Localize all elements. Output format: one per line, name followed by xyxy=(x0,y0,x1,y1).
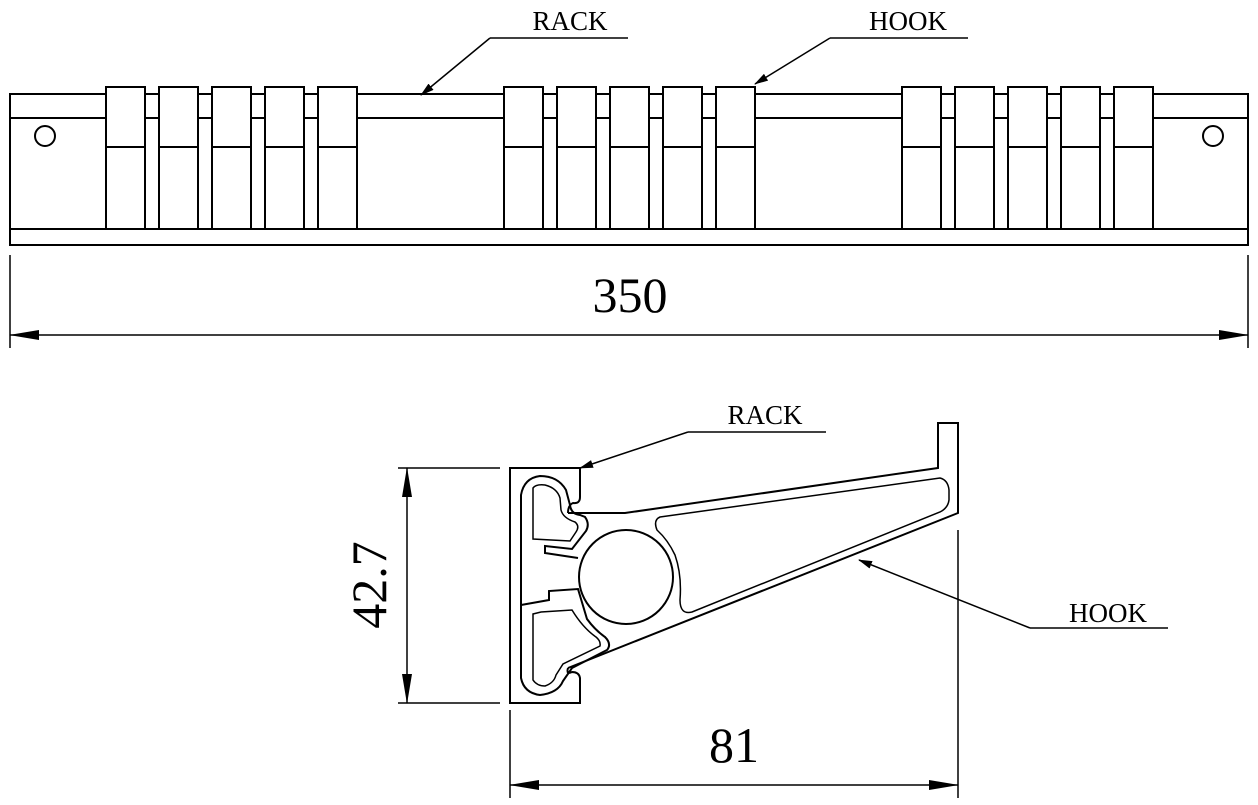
rack-profile xyxy=(509,467,581,704)
hook-pivot-circle xyxy=(578,529,674,625)
rack-inner-channel-lower xyxy=(520,587,611,697)
length-value: 350 xyxy=(593,267,668,323)
hook xyxy=(105,86,146,230)
hook xyxy=(211,86,252,230)
rack-label-section: RACK xyxy=(727,400,803,430)
hook xyxy=(1060,86,1101,230)
hook xyxy=(715,86,756,230)
rack-callout-top: RACK xyxy=(420,6,628,96)
rack-callout-section: RACK xyxy=(579,400,826,469)
hook-callout-top: HOOK xyxy=(754,6,968,85)
hook-set xyxy=(105,86,1154,230)
hook xyxy=(1113,86,1154,230)
mounting-hole-right xyxy=(1202,125,1224,147)
hook xyxy=(264,86,305,230)
hook xyxy=(317,86,358,230)
hook xyxy=(609,86,650,230)
mounting-hole-left xyxy=(34,125,56,147)
hook xyxy=(503,86,544,230)
hook-label: HOOK xyxy=(869,6,947,36)
rack-top-view xyxy=(9,86,1249,246)
height-value: 42.7 xyxy=(341,541,397,629)
hook-profile xyxy=(567,422,959,669)
hook xyxy=(662,86,703,230)
width-dimension: 81 xyxy=(509,530,959,798)
rack-label: RACK xyxy=(532,6,608,36)
hook xyxy=(954,86,995,230)
width-value: 81 xyxy=(709,717,759,773)
hook-callout-section: HOOK xyxy=(858,559,1168,629)
height-dimension: 42.7 xyxy=(341,467,500,704)
hook-label-section: HOOK xyxy=(1069,598,1147,628)
hook xyxy=(1007,86,1048,230)
rack-hook-section xyxy=(509,422,959,704)
hook xyxy=(158,86,199,230)
rack-inner-channel-upper xyxy=(520,474,589,559)
hook xyxy=(901,86,942,230)
hook xyxy=(556,86,597,230)
hook-inner-cavity xyxy=(654,477,950,614)
length-dimension: 350 xyxy=(9,255,1249,348)
